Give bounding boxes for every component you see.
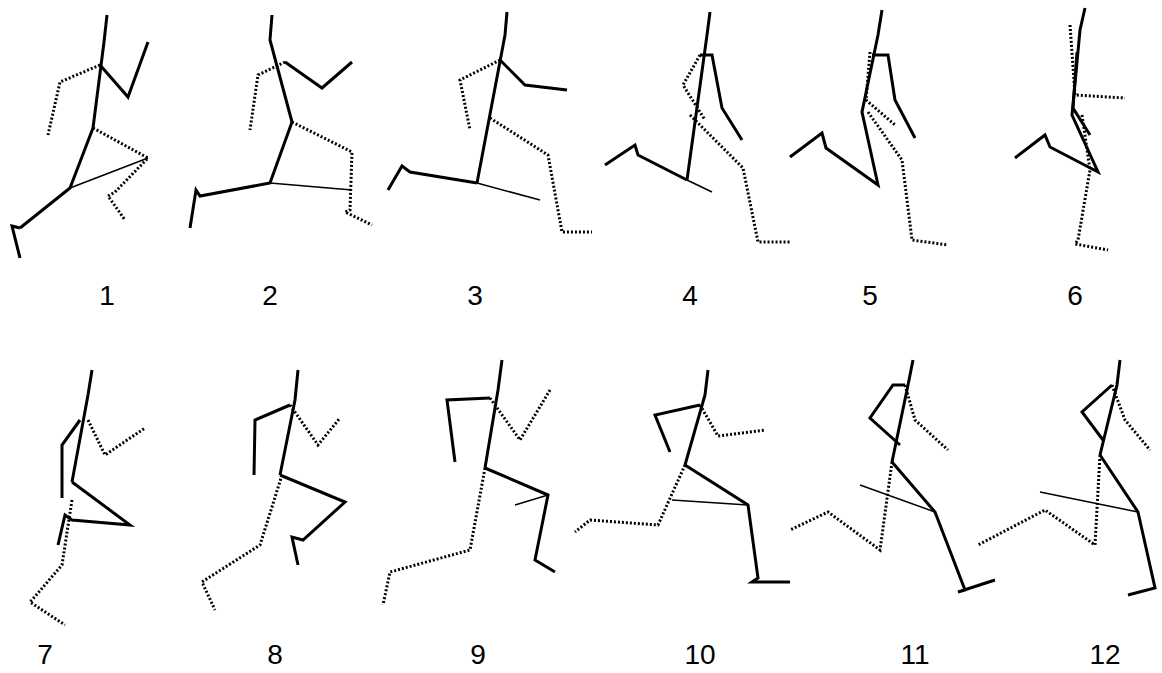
leg: [1100, 455, 1155, 595]
torso: [685, 370, 708, 465]
leg: [292, 122, 372, 225]
arm: [1070, 25, 1125, 98]
torso: [892, 360, 913, 462]
frame-number: 9: [470, 641, 486, 669]
arm: [48, 65, 100, 135]
leg: [685, 465, 790, 582]
stick-figure: [790, 360, 995, 592]
stick-figure: [202, 370, 345, 610]
frame-number: 1: [99, 282, 115, 310]
arm: [1112, 385, 1150, 450]
leg: [30, 500, 72, 625]
arm: [866, 52, 895, 125]
guide-line: [672, 500, 748, 505]
arm: [683, 55, 705, 120]
guide-line: [1040, 492, 1138, 512]
arm: [870, 385, 905, 445]
torso: [1100, 360, 1120, 455]
guide-line: [860, 485, 935, 512]
arm: [500, 60, 567, 90]
stick-figure: [30, 370, 145, 625]
frame-number: 12: [1089, 641, 1120, 669]
frame-number: 8: [267, 641, 283, 669]
arm: [700, 55, 742, 140]
arm: [905, 385, 948, 450]
arm: [62, 420, 80, 498]
arm: [250, 62, 285, 130]
stick-figure: [190, 15, 372, 228]
guide-line: [687, 180, 712, 192]
leg: [892, 462, 995, 592]
arm: [447, 398, 490, 462]
leg: [1075, 115, 1108, 250]
leg: [485, 468, 555, 572]
frame-number: 10: [684, 641, 715, 669]
torso: [477, 12, 507, 183]
torso: [280, 370, 298, 475]
arm: [460, 60, 500, 130]
guide-line: [270, 183, 352, 190]
frame-number: 5: [862, 282, 878, 310]
guide-line: [515, 495, 548, 505]
leg: [575, 465, 685, 532]
leg: [388, 166, 477, 190]
leg: [868, 112, 948, 245]
leg: [605, 145, 687, 180]
foot: [12, 226, 20, 258]
leg: [280, 475, 345, 565]
torso: [687, 12, 710, 180]
frame-number: 3: [467, 282, 483, 310]
leg: [790, 462, 892, 550]
arm: [100, 42, 148, 97]
arm: [290, 405, 340, 445]
leg: [20, 128, 93, 228]
arm: [285, 62, 352, 88]
frame-number: 4: [682, 282, 698, 310]
guide-line: [70, 158, 148, 188]
torso-and-leg: [790, 10, 882, 185]
guide-line: [477, 183, 540, 200]
frame-number: 2: [262, 282, 278, 310]
stick-figure: [575, 370, 790, 582]
frame-number: 7: [37, 641, 53, 669]
arm: [655, 405, 700, 452]
stick-figure: [605, 12, 790, 242]
leg: [383, 468, 485, 605]
arm: [254, 405, 290, 475]
stick-figure: [12, 15, 148, 258]
torso: [485, 360, 502, 468]
stick-figure: [978, 360, 1155, 595]
leg: [202, 475, 282, 610]
arm: [88, 420, 145, 455]
arm: [700, 405, 765, 436]
frame-number: 6: [1067, 282, 1083, 310]
arm: [1082, 385, 1112, 440]
stick-figure: [388, 12, 592, 232]
leg: [978, 455, 1100, 545]
leg: [93, 128, 148, 220]
arm: [490, 390, 550, 440]
leg: [190, 122, 292, 228]
leg: [490, 118, 592, 232]
stick-figure: [1015, 8, 1125, 250]
frame-number: 11: [900, 641, 929, 669]
stick-figure: [790, 10, 948, 245]
stick-figure: [383, 360, 555, 605]
